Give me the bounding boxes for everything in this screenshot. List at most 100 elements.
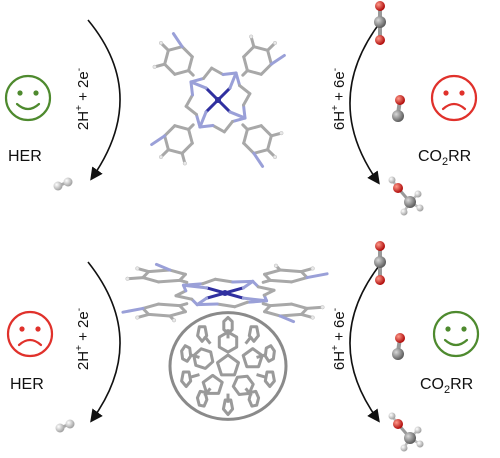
hydrogen-atom [273,263,279,268]
methanol-molecule-icon [388,412,424,452]
bond [189,373,200,379]
bond [228,110,247,120]
bond [261,302,272,308]
bond [305,305,325,310]
hydrogen-atom [249,34,254,39]
bond [268,278,294,284]
fullerene-face [263,370,276,388]
bond [244,387,253,397]
hydrogen-atom [272,154,278,160]
bond [189,353,200,359]
bond [242,141,256,155]
bond [163,134,170,152]
happy-face-icon [4,74,52,122]
bond [211,124,226,134]
co2-molecule-icon [374,241,386,285]
bond [256,285,276,292]
bond [238,84,252,96]
bond [198,110,208,129]
bond [263,268,282,276]
co2rr-reaction-label-bottom: 6H+ + 6e- [330,307,349,371]
bond [256,353,267,359]
h2-molecule-icon [55,419,75,433]
bond [189,80,194,97]
bond [242,45,256,59]
bond [241,296,269,303]
bond [242,92,252,107]
bond [242,103,247,120]
co2rr-reaction-label-top: 6H+ + 6e- [330,67,349,131]
bond [203,335,212,345]
bond [141,302,160,310]
bond [228,71,238,90]
bond [262,288,276,297]
bond [166,148,184,155]
bond [173,69,191,76]
bond [166,45,184,52]
hydrogen-atom [152,64,157,69]
fullerene-face [192,347,215,370]
bond [121,306,145,314]
fullerene-face [217,330,239,354]
fullerene-rim [168,311,288,421]
bond [231,279,255,284]
bond [178,278,189,284]
bond [163,124,177,138]
hydrogen-atom [125,276,130,281]
bond [156,302,182,308]
bond [261,278,272,284]
bond [305,272,329,280]
bond [266,48,273,66]
bond [223,291,245,300]
co2-molecule-icon [374,1,386,45]
bond [154,262,172,272]
bond [223,286,245,295]
her-reaction-label-top: 2H+ + 2e- [74,67,93,131]
bond [215,302,237,309]
bond [259,124,273,138]
fullerene-face [180,344,193,363]
bond [171,32,184,49]
bond [195,296,209,307]
bond [195,302,219,307]
bond [290,302,309,310]
top-panel [4,1,478,216]
bond [278,268,303,274]
bond [189,80,208,90]
bond [205,286,227,295]
fullerene-face [263,344,276,363]
bond [180,141,194,155]
bond [221,71,238,76]
bond [187,127,194,145]
bond [187,55,194,73]
hydrogen-atom [310,315,315,320]
bond [266,134,273,152]
hydrogen-atom [158,40,164,46]
fullerene-face [247,389,261,408]
co2rr-arrow-top [349,19,383,185]
bond [168,310,187,318]
bond [233,300,249,309]
bond [180,45,194,59]
bond [198,124,215,129]
bond [244,335,253,345]
bond [202,66,214,80]
co-molecule-icon [392,95,405,122]
bond [201,277,217,286]
fullerene-face [195,389,209,408]
bond [245,69,263,76]
hydrogen-atom [182,161,187,166]
fullerene-face [201,373,224,395]
hydrogen-atom [310,266,315,271]
bond [184,104,198,116]
co2rr-label-top: CO2RR [418,148,472,169]
bond [174,289,188,298]
bottom-panel [6,241,480,452]
bond [256,373,267,379]
her-label-top: HER [8,148,42,165]
bond [203,387,212,397]
fullerene-face [180,370,193,388]
cobalt-phthalocyanine-molecule [150,32,286,168]
fullerene-c60-molecule [168,311,288,421]
